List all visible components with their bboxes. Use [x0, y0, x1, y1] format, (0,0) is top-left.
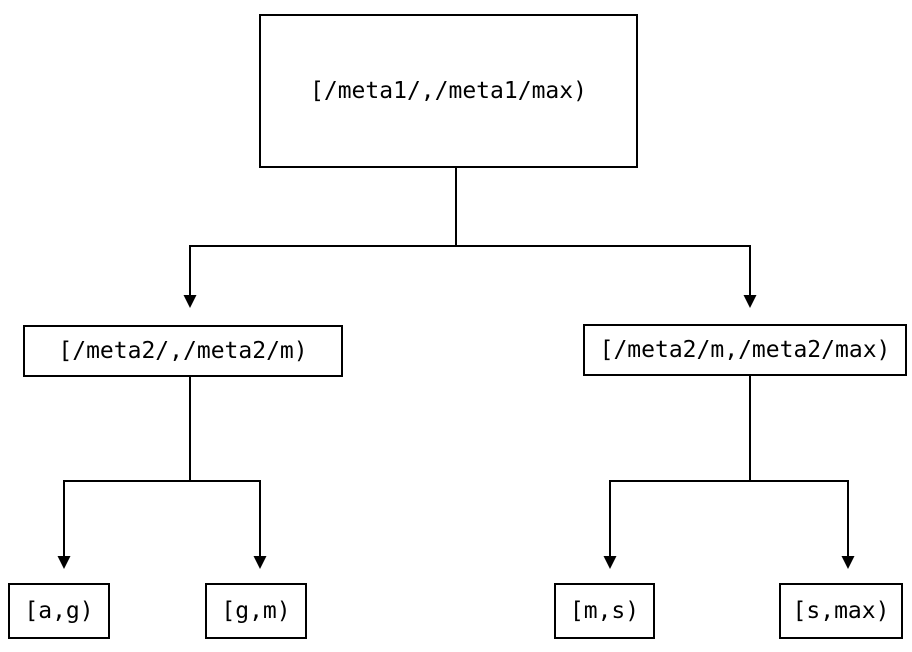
node-leaf-ag: [a,g): [8, 583, 110, 639]
node-mid-right: [/meta2/m,/meta2/max): [583, 324, 907, 376]
node-leaf-ag-label: [a,g): [24, 598, 94, 624]
node-mid-right-label: [/meta2/m,/meta2/max): [599, 337, 891, 363]
node-root: [/meta1/,/meta1/max): [259, 14, 638, 168]
arrowhead-icon: [253, 556, 267, 569]
node-mid-left: [/meta2/,/meta2/m): [23, 325, 343, 377]
arrowhead-icon: [743, 295, 757, 308]
node-leaf-gm-label: [g,m): [221, 598, 291, 624]
arrowhead-icon: [57, 556, 71, 569]
node-mid-left-label: [/meta2/,/meta2/m): [58, 338, 308, 364]
node-root-label: [/meta1/,/meta1/max): [310, 78, 587, 104]
arrowhead-icon: [841, 556, 855, 569]
node-leaf-gm: [g,m): [205, 583, 307, 639]
node-leaf-ms: [m,s): [554, 583, 655, 639]
arrowhead-icon: [603, 556, 617, 569]
arrowhead-icon: [183, 295, 197, 308]
node-leaf-ms-label: [m,s): [569, 598, 640, 624]
node-leaf-smax: [s,max): [779, 583, 903, 639]
node-leaf-smax-label: [s,max): [792, 598, 890, 624]
